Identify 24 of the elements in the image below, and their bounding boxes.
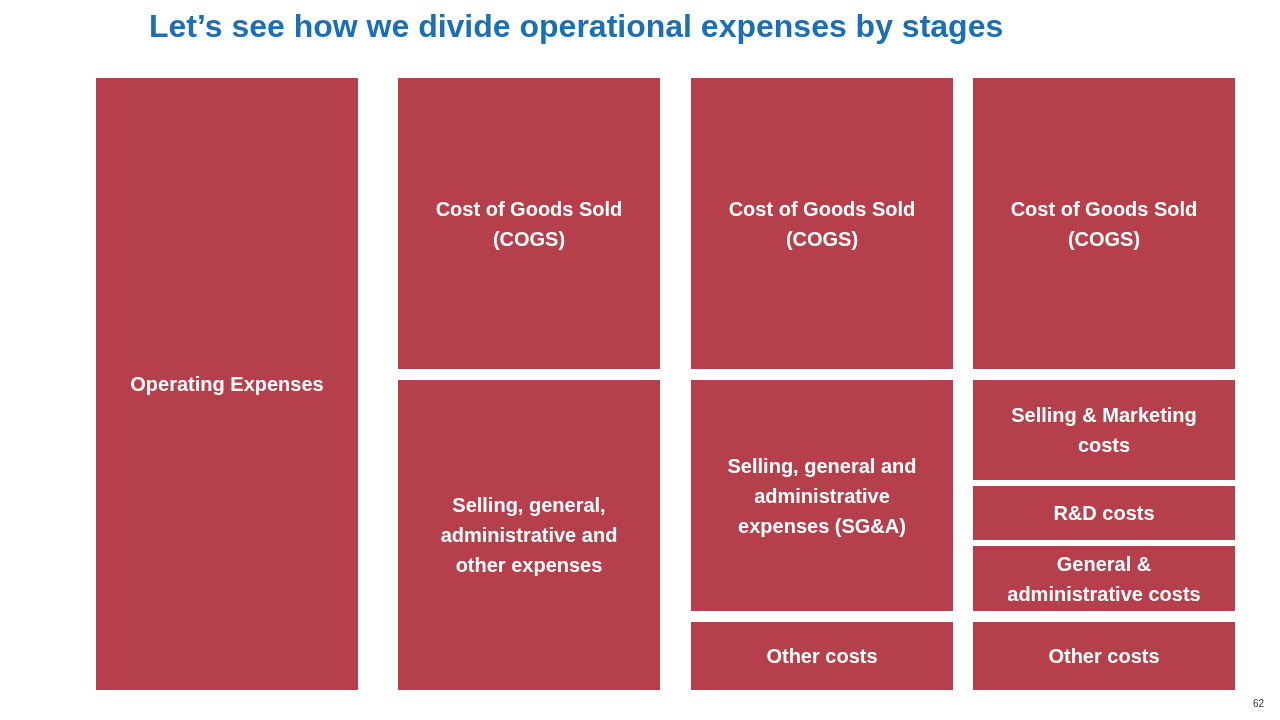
block-label: General & administrative costs <box>1006 551 1202 607</box>
block-label: R&D costs <box>1053 501 1155 526</box>
cost-block <box>691 78 953 369</box>
cost-block <box>691 622 953 690</box>
cost-block <box>973 546 1235 611</box>
block-label: Selling, general, administrative and other expenses <box>439 493 619 578</box>
cost-block <box>973 622 1235 690</box>
page-number: 62 <box>1253 698 1265 709</box>
block-label: Other costs <box>1048 644 1160 669</box>
block-label: Selling & Marketing costs <box>1010 403 1198 458</box>
cost-block <box>973 78 1235 369</box>
cost-block <box>691 380 953 611</box>
slide-title: Let’s see how we divide operational expenses by stages <box>149 8 1004 45</box>
block-label: Operating Expenses <box>130 372 324 397</box>
cost-block <box>398 380 660 690</box>
block-label: Cost of Goods Sold (COGS) <box>727 196 917 252</box>
block-label: Selling, general and administrative expenses (SG&A) <box>726 453 918 539</box>
cost-block <box>973 486 1235 540</box>
block-label: Other costs <box>766 644 878 669</box>
block-label: Cost of Goods Sold (COGS) <box>1009 196 1199 252</box>
cost-block <box>398 78 660 369</box>
block-label: Cost of Goods Sold (COGS) <box>434 196 624 252</box>
cost-block <box>973 380 1235 480</box>
cost-block <box>96 78 358 690</box>
